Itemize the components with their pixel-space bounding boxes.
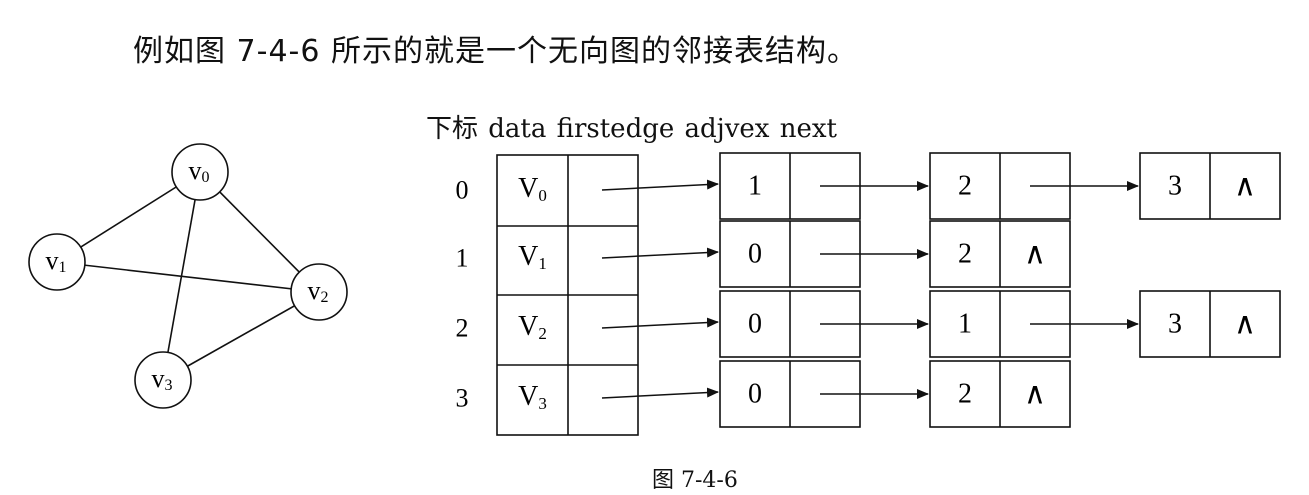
null-pointer-1: ∧	[1024, 238, 1046, 271]
firstedge-arrow-1	[601, 247, 719, 259]
vertex-data-2: V2	[518, 311, 547, 343]
graph-edges	[56, 171, 320, 381]
row-index-2: 2	[456, 314, 469, 343]
row-index-1: 1	[456, 244, 469, 273]
vertex-data-0: V0	[518, 173, 547, 205]
firstedge-arrow-2	[601, 317, 719, 329]
null-pointer-3: ∧	[1024, 378, 1046, 411]
null-pointer-0: ∧	[1234, 170, 1256, 203]
adjvex-1-1: 2	[958, 239, 972, 270]
graph-edge-v1-v2	[56, 261, 320, 293]
row-index-0: 0	[456, 176, 469, 205]
adjvex-3-0: 0	[748, 379, 762, 410]
graph-node-label-v1: v1	[46, 246, 67, 276]
vertex-data-3: V3	[518, 381, 547, 413]
intro-text: 例如图 7-4-6 所示的就是一个无向图的邻接表结构。	[133, 34, 858, 69]
adjvex-2-0: 0	[748, 309, 762, 340]
graph-node-v3	[134, 351, 192, 409]
graph-nodes: v0 v1 v2 v3	[28, 143, 348, 409]
adjvex-0-0: 1	[748, 171, 762, 202]
row-index-3: 3	[456, 384, 469, 413]
graph-node-label-v0: v0	[189, 156, 210, 186]
graph-node-v1	[28, 233, 86, 291]
graph-node-label-v3: v3	[152, 364, 173, 394]
adjvex-0-1: 2	[958, 171, 972, 202]
adjvex-1-0: 0	[748, 239, 762, 270]
firstedge-arrow-3	[601, 387, 719, 399]
vertex-data-1: V1	[518, 241, 547, 273]
figure-caption: 图 7-4-6	[652, 468, 738, 493]
adjvex-2-2: 3	[1168, 309, 1182, 340]
adjvex-2-1: 1	[958, 309, 972, 340]
firstedge-arrow-0	[601, 179, 719, 191]
graph-edge-v2-v3	[162, 291, 320, 381]
null-pointer-2: ∧	[1234, 308, 1256, 341]
edge-lists: 1 2 3 ∧ 0 2 ∧ 0 1 3 ∧ 0 2 ∧	[601, 152, 1281, 428]
graph-node-label-v2: v2	[308, 276, 329, 306]
graph-node-v2	[290, 263, 348, 321]
table-header: 下标 data firstedge adjvex next	[426, 114, 837, 144]
vertex-table: 0 V0 1 V1 2 V2 3 V3	[456, 154, 639, 436]
adjvex-0-2: 3	[1168, 171, 1182, 202]
adjvex-3-1: 2	[958, 379, 972, 410]
graph-node-v0	[171, 143, 229, 201]
